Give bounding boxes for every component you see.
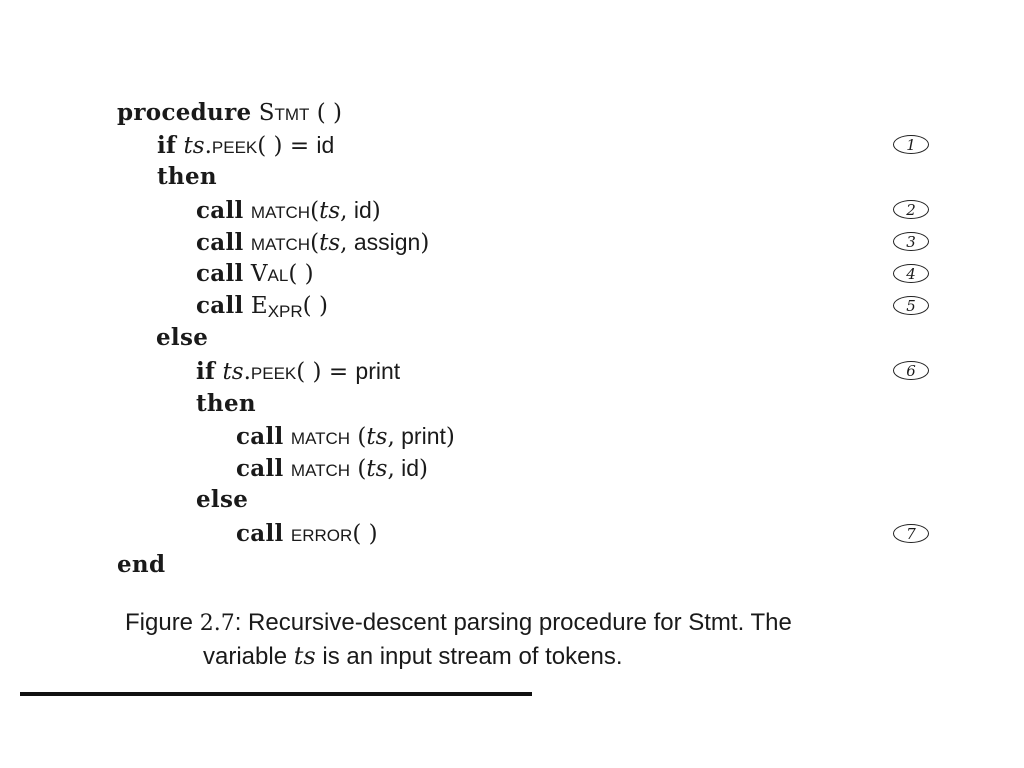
method-match: MATCH (290, 429, 351, 448)
keyword-then: then (157, 163, 217, 190)
step-marker-4: 4 (893, 264, 929, 283)
variable-ts: ts (183, 133, 205, 159)
code-line-call-error: call ERROR( ) (236, 520, 378, 550)
keyword-end: end (117, 551, 166, 578)
token-id: id (316, 132, 335, 158)
step-marker-5: 5 (893, 296, 929, 315)
method-peek: PEEK (211, 138, 258, 157)
caption-text-line2a: variable (203, 643, 294, 670)
procedure-name-initial: E (250, 293, 268, 319)
token-print: print (355, 358, 401, 384)
caption-figure-label: Figure (125, 609, 200, 636)
peek-rest: ( ) = (257, 133, 317, 159)
dot: . (243, 359, 251, 385)
variable-ts: ts (366, 424, 388, 450)
step-marker-6: 6 (893, 361, 929, 380)
procedure-name-rest: XPR (267, 302, 303, 321)
token-id: id (347, 197, 372, 223)
keyword-else: else (156, 324, 209, 351)
open-paren: ( (310, 230, 320, 256)
code-line-call-expr: call EXPR( ) (196, 292, 328, 322)
method-match: MATCH (250, 203, 311, 222)
procedure-parens: ( ) (352, 521, 378, 547)
comma: , (387, 456, 395, 482)
step-marker-2: 2 (893, 200, 929, 219)
procedure-parens: ( ) (309, 100, 343, 126)
code-line-then-inner: then (196, 390, 256, 418)
code-line-else-inner: else (196, 486, 248, 514)
code-line-if-peek-id: if ts.PEEK( ) = id (157, 131, 334, 162)
variable-ts: ts (366, 456, 388, 482)
peek-rest: ( ) = (296, 359, 356, 385)
token-assign: assign (347, 229, 421, 255)
comma: , (340, 230, 348, 256)
token-id: id (394, 455, 420, 481)
code-line-then: then (157, 163, 217, 191)
keyword-call: call (196, 197, 244, 224)
step-marker-1: 1 (893, 135, 929, 154)
keyword-procedure: procedure (117, 99, 252, 126)
close-paren: ) (445, 424, 455, 450)
horizontal-rule (20, 692, 532, 696)
code-line-call-match-print: call MATCH (ts, print) (236, 422, 455, 453)
method-match: MATCH (250, 235, 311, 254)
code-line-else: else (156, 324, 208, 352)
keyword-call: call (196, 229, 244, 256)
figure-caption: Figure 2.7: Recursive-descent parsing pr… (125, 606, 885, 673)
keyword-else: else (196, 486, 249, 513)
method-match: MATCH (290, 461, 351, 480)
keyword-if: if (157, 132, 177, 159)
procedure-parens: ( ) (288, 261, 314, 287)
procedure-name-rest: TMT (274, 105, 310, 124)
caption-variable-ts: ts (293, 642, 316, 670)
code-line-if-peek-print: if ts.PEEK( ) = print (196, 357, 400, 388)
keyword-call: call (236, 423, 284, 450)
close-paren: ) (420, 230, 430, 256)
code-line-call-match-id-inner: call MATCH (ts, id) (236, 454, 428, 485)
caption-figure-number: 2.7 (199, 611, 235, 636)
code-line-procedure: procedure STMT ( ) (117, 99, 342, 129)
keyword-call: call (236, 455, 284, 482)
open-paren: ( (350, 456, 367, 482)
token-print: print (394, 423, 446, 449)
method-peek: PEEK (250, 364, 297, 383)
open-paren: ( (310, 198, 320, 224)
comma: , (340, 198, 348, 224)
close-paren: ) (371, 198, 381, 224)
keyword-call: call (196, 292, 244, 319)
variable-ts: ts (319, 198, 341, 224)
step-marker-3: 3 (893, 232, 929, 251)
method-error: ERROR (290, 526, 353, 545)
dot: . (204, 133, 212, 159)
code-line-end: end (117, 551, 165, 579)
variable-ts: ts (319, 230, 341, 256)
comma: , (387, 424, 395, 450)
code-line-call-val: call VAL( ) (196, 260, 314, 290)
keyword-call: call (236, 520, 284, 547)
step-marker-7: 7 (893, 524, 929, 543)
open-paren: ( (350, 424, 367, 450)
caption-text-line2b: is an input stream of tokens. (315, 643, 623, 670)
procedure-name-rest: AL (267, 266, 289, 285)
keyword-then: then (196, 390, 256, 417)
procedure-parens: ( ) (302, 293, 328, 319)
caption-text-line1: : Recursive-descent parsing procedure fo… (234, 609, 792, 636)
variable-ts: ts (222, 359, 244, 385)
procedure-name-initial: S (258, 100, 275, 126)
keyword-call: call (196, 260, 244, 287)
code-line-call-match-assign: call MATCH(ts, assign) (196, 228, 429, 259)
code-line-call-match-id: call MATCH(ts, id) (196, 196, 381, 227)
procedure-name-initial: V (250, 261, 268, 287)
close-paren: ) (419, 456, 429, 482)
keyword-if: if (196, 358, 216, 385)
caption-line2: variable ts is an input stream of tokens… (125, 640, 885, 673)
